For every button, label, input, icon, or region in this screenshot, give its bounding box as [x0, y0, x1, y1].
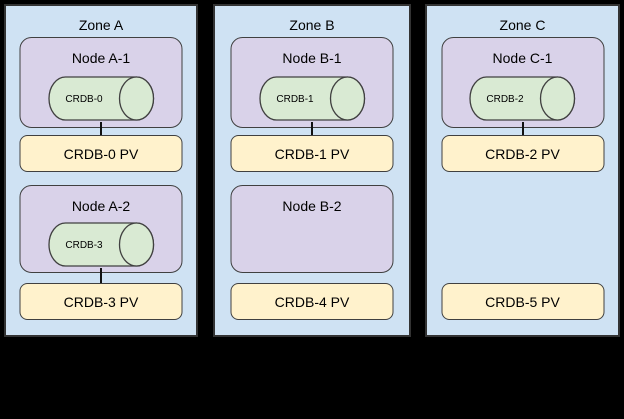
pv-label: CRDB-1 PV: [274, 145, 350, 162]
node-b1: Node B-1 CRDB-1: [230, 37, 394, 128]
pv-crdb-2: CRDB-2 PV: [441, 135, 604, 172]
pv-label: CRDB-4 PV: [274, 293, 350, 310]
zone-b: Zone B Node B-1 CRDB-1 CRDB-1 PV Node B-…: [213, 4, 411, 337]
node-b2: Node B-2: [230, 185, 394, 273]
pv-label: CRDB-0 PV: [63, 145, 139, 162]
pv-crdb-0: CRDB-0 PV: [19, 135, 183, 172]
db-cylinder-icon: CRDB-1: [258, 76, 365, 121]
node-c1: Node C-1 CRDB-2: [441, 37, 604, 128]
pod-label: CRDB-3: [65, 240, 103, 251]
node-b2-label: Node B-2: [282, 198, 342, 214]
connector-crdb2-to-pv: [521, 122, 524, 136]
node-a2-label: Node A-2: [71, 198, 131, 214]
connector-crdb3-to-pv: [100, 268, 102, 284]
node-b1-label: Node B-1: [282, 50, 342, 66]
pod-crdb-2: CRDB-2: [469, 76, 576, 121]
db-cylinder-icon: CRDB-3: [47, 222, 154, 267]
pv-label: CRDB-5 PV: [485, 293, 560, 310]
zone-a: Zone A Node A-1 CRDB-0 CRDB-0 PV Node A-…: [4, 4, 198, 337]
pod-crdb-1: CRDB-1: [258, 76, 366, 121]
zone-c-label: Zone C: [499, 17, 546, 33]
pv-label: CRDB-2 PV: [485, 145, 560, 162]
db-cylinder-icon: CRDB-2: [469, 76, 576, 121]
pod-label: CRDB-1: [276, 94, 314, 105]
zone-b-label: Zone B: [289, 17, 335, 33]
pv-crdb-4: CRDB-4 PV: [230, 283, 394, 320]
node-a1: Node A-1 CRDB-0: [19, 37, 183, 128]
connector-crdb0-to-pv: [100, 122, 102, 136]
pv-crdb-1: CRDB-1 PV: [230, 135, 394, 172]
connector-crdb1-to-pv: [311, 122, 313, 136]
pod-crdb-0: CRDB-0: [47, 76, 155, 121]
pv-crdb-5: CRDB-5 PV: [441, 283, 604, 320]
node-a1-label: Node A-1: [71, 50, 131, 66]
pv-label: CRDB-3 PV: [63, 293, 139, 310]
pod-label: CRDB-2: [486, 94, 524, 105]
node-c1-label: Node C-1: [492, 50, 553, 66]
node-a2: Node A-2 CRDB-3: [19, 185, 183, 273]
pod-crdb-3: CRDB-3: [47, 222, 155, 267]
pv-crdb-3: CRDB-3 PV: [19, 283, 183, 320]
zone-a-label: Zone A: [78, 17, 124, 33]
zone-c: Zone C Node C-1 CRDB-2 CRDB-2 PV CRDB-5 …: [425, 4, 620, 337]
pod-label: CRDB-0: [65, 94, 103, 105]
db-cylinder-icon: CRDB-0: [47, 76, 154, 121]
